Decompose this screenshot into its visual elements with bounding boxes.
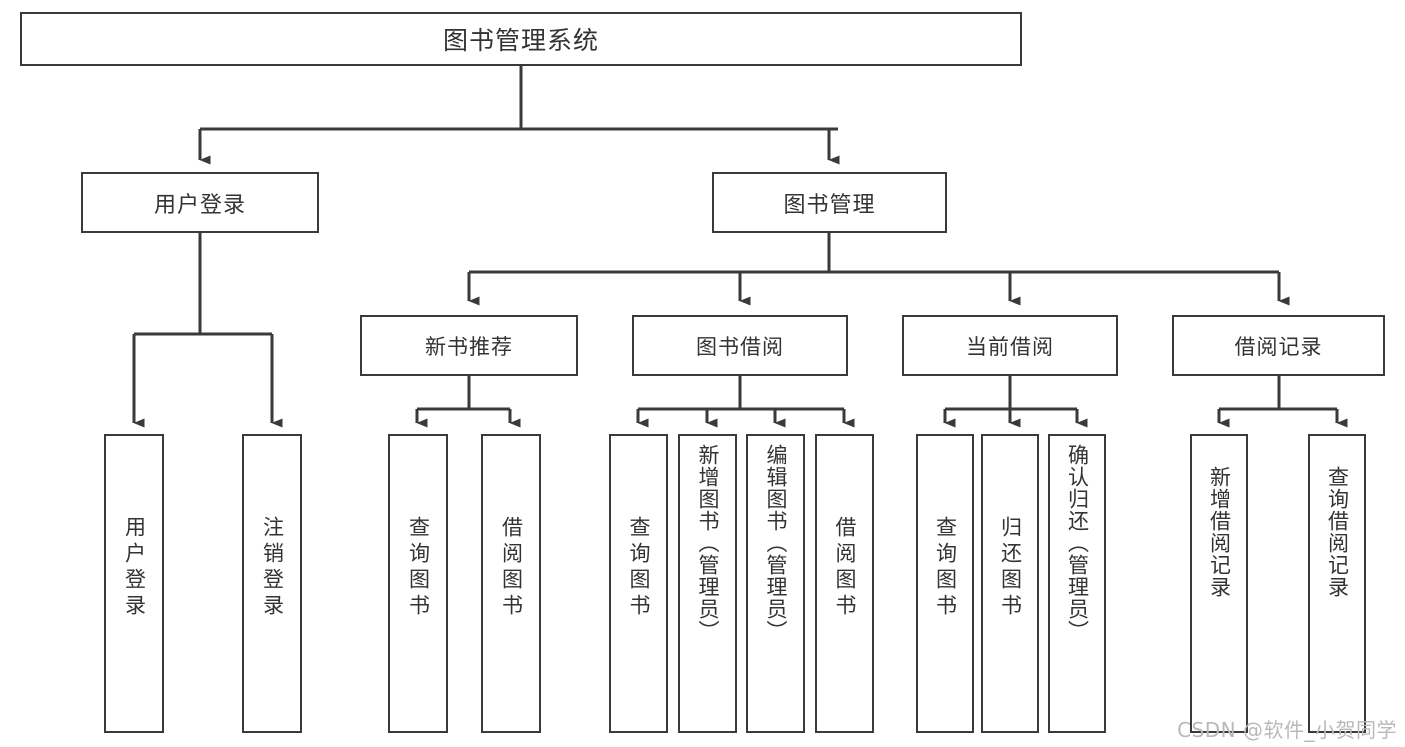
leaf-recommend-borrow-book[interactable]: 借阅图书: [481, 434, 541, 733]
leaf-label: 查询图书: [933, 516, 958, 620]
leaf-label: 编辑图书（管理员）: [764, 444, 788, 642]
leaf-label: 用户登录: [122, 516, 147, 620]
leaf-label: 新增图书（管理员）: [696, 444, 720, 642]
leaf-borrow-add-book-admin[interactable]: 新增图书（管理员）: [678, 434, 737, 733]
node-new-book-recommend[interactable]: 新书推荐: [360, 315, 578, 376]
leaf-borrow-borrow-book[interactable]: 借阅图书: [815, 434, 874, 733]
leaf-current-query-book[interactable]: 查询图书: [916, 434, 974, 733]
node-book-management[interactable]: 图书管理: [712, 172, 947, 233]
leaf-recommend-query-book[interactable]: 查询图书: [388, 434, 448, 733]
leaf-label: 注销登录: [260, 516, 285, 620]
leaf-label: 确认归还（管理员）: [1065, 444, 1090, 642]
node-user-login[interactable]: 用户登录: [81, 172, 319, 233]
leaf-label: 归还图书: [998, 516, 1023, 620]
leaf-borrow-query-book[interactable]: 查询图书: [609, 434, 668, 733]
leaf-label: 借阅图书: [833, 516, 857, 620]
node-book-borrow[interactable]: 图书借阅: [632, 315, 848, 376]
leaf-label: 查询图书: [406, 516, 431, 620]
node-book-borrow-label: 图书借阅: [696, 334, 784, 359]
node-borrow-record[interactable]: 借阅记录: [1172, 315, 1385, 376]
node-current-borrow-label: 当前借阅: [966, 334, 1054, 359]
leaf-user-login-logout[interactable]: 注销登录: [242, 434, 302, 733]
leaf-user-login-signin[interactable]: 用户登录: [104, 434, 164, 733]
leaf-record-add-record[interactable]: 新增借阅记录: [1190, 434, 1248, 733]
node-root-system[interactable]: 图书管理系统: [20, 12, 1022, 66]
leaf-current-confirm-return-admin[interactable]: 确认归还（管理员）: [1048, 434, 1106, 733]
node-root-label: 图书管理系统: [442, 26, 599, 55]
leaf-record-query-record[interactable]: 查询借阅记录: [1308, 434, 1366, 733]
leaf-label: 借阅图书: [499, 516, 524, 620]
leaf-borrow-edit-book-admin[interactable]: 编辑图书（管理员）: [746, 434, 805, 733]
node-new-book-recommend-label: 新书推荐: [425, 334, 513, 359]
node-current-borrow[interactable]: 当前借阅: [902, 315, 1118, 376]
node-book-management-label: 图书管理: [783, 192, 876, 218]
leaf-label: 查询借阅记录: [1325, 466, 1350, 598]
node-user-login-label: 用户登录: [153, 192, 246, 218]
node-borrow-record-label: 借阅记录: [1234, 334, 1323, 359]
leaf-label: 查询图书: [627, 516, 651, 620]
leaf-current-return-book[interactable]: 归还图书: [981, 434, 1039, 733]
watermark-text: CSDN @软件_小贺同学: [1177, 718, 1397, 742]
leaf-label: 新增借阅记录: [1207, 466, 1232, 598]
